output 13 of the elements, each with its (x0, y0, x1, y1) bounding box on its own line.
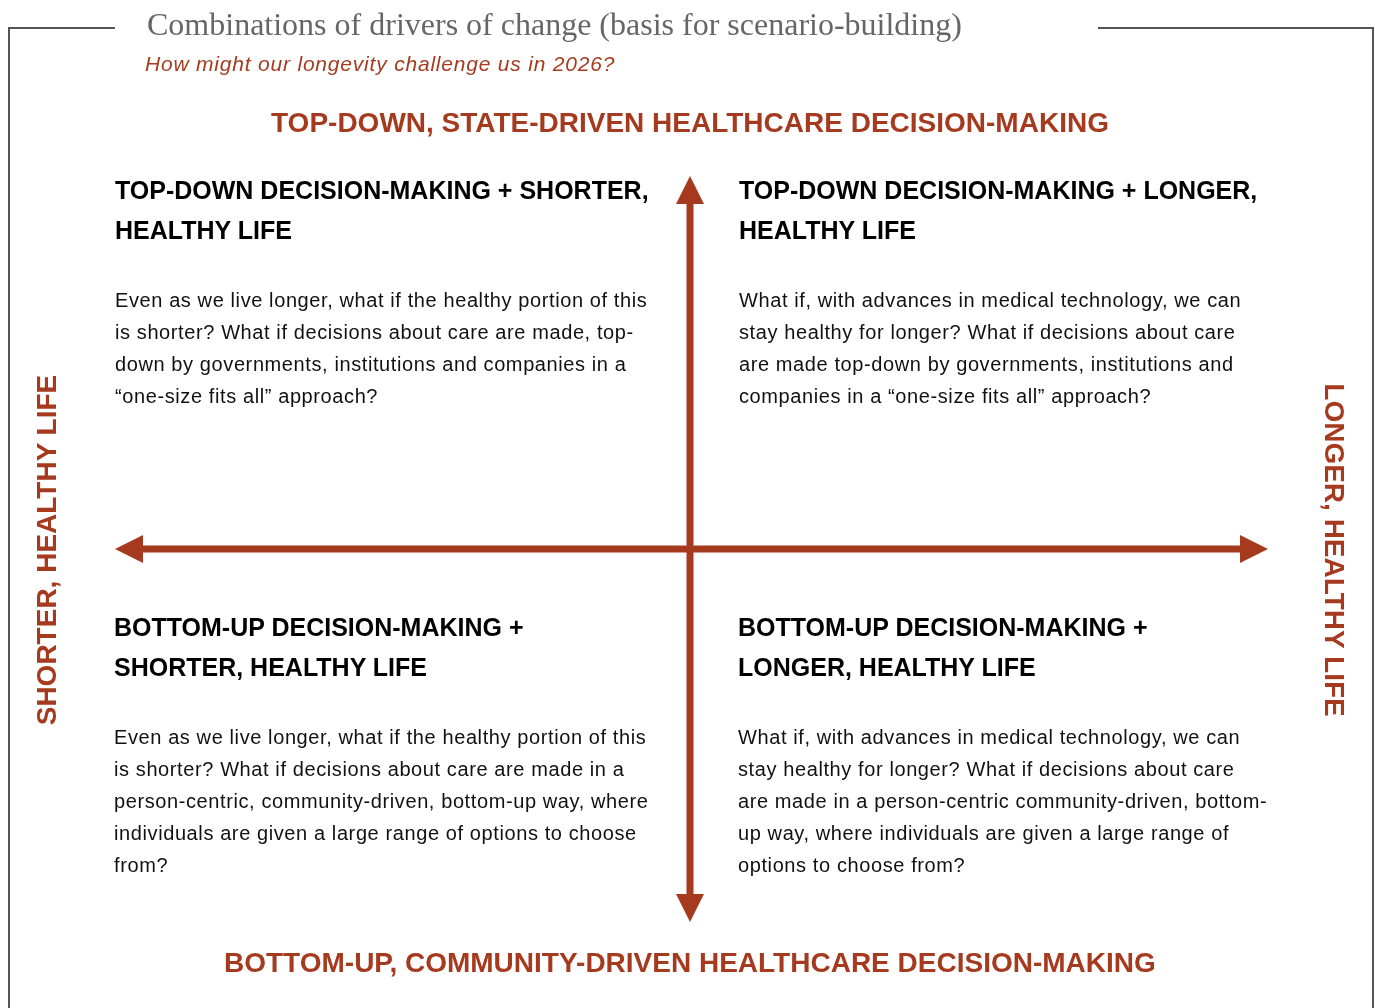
axis-label: LONGER, HEALTHY LIFE (1317, 383, 1350, 717)
scenario-description: What if, with advances in medical technology, we can stay healthy for longer? What if decisions about care are made in a person-centric community-driven, bottom-up way, where individuals are given a large range of options to choose from? (738, 725, 1268, 878)
axis-label: BOTTOM-UP, COMMUNITY-DRIVEN HEALTHCARE DECISION-MAKING (224, 947, 1156, 979)
scenario-heading: BOTTOM-UP DECISION-MAKING + LONGER, HEALTHY LIFE (738, 612, 1149, 683)
scenario-description: Even as we live longer, what if the healthy portion of this is shorter? What if decisions about care are made, top-down by governments, institutions and companies in a “one-size fits all” approach? (115, 288, 649, 409)
scenario-heading: TOP-DOWN DECISION-MAKING + LONGER, HEALTHY LIFE (739, 175, 1259, 246)
scenario-heading: TOP-DOWN DECISION-MAKING + SHORTER, HEALTHY LIFE (115, 175, 650, 246)
axis-label: SHORTER, HEALTHY LIFE (30, 374, 63, 726)
axis-label: TOP-DOWN, STATE-DRIVEN HEALTHCARE DECISION-MAKING (271, 107, 1109, 139)
scenario-description: What if, with advances in medical technology, we can stay healthy for longer? What if decisions about care are made top-down by governments, institutions and companies in a “one-size fits all” approach? (739, 288, 1243, 409)
scenario-description: Even as we live longer, what if the healthy portion of this is shorter? What if decisions about care are made in a person-centric, community-driven, bottom-up way, where individuals are given a large range of options to choose from? (114, 725, 650, 878)
scenario-heading: BOTTOM-UP DECISION-MAKING + SHORTER, HEALTHY LIFE (114, 612, 525, 683)
subtitle: How might our longevity challenge us in 2026? (145, 52, 616, 76)
